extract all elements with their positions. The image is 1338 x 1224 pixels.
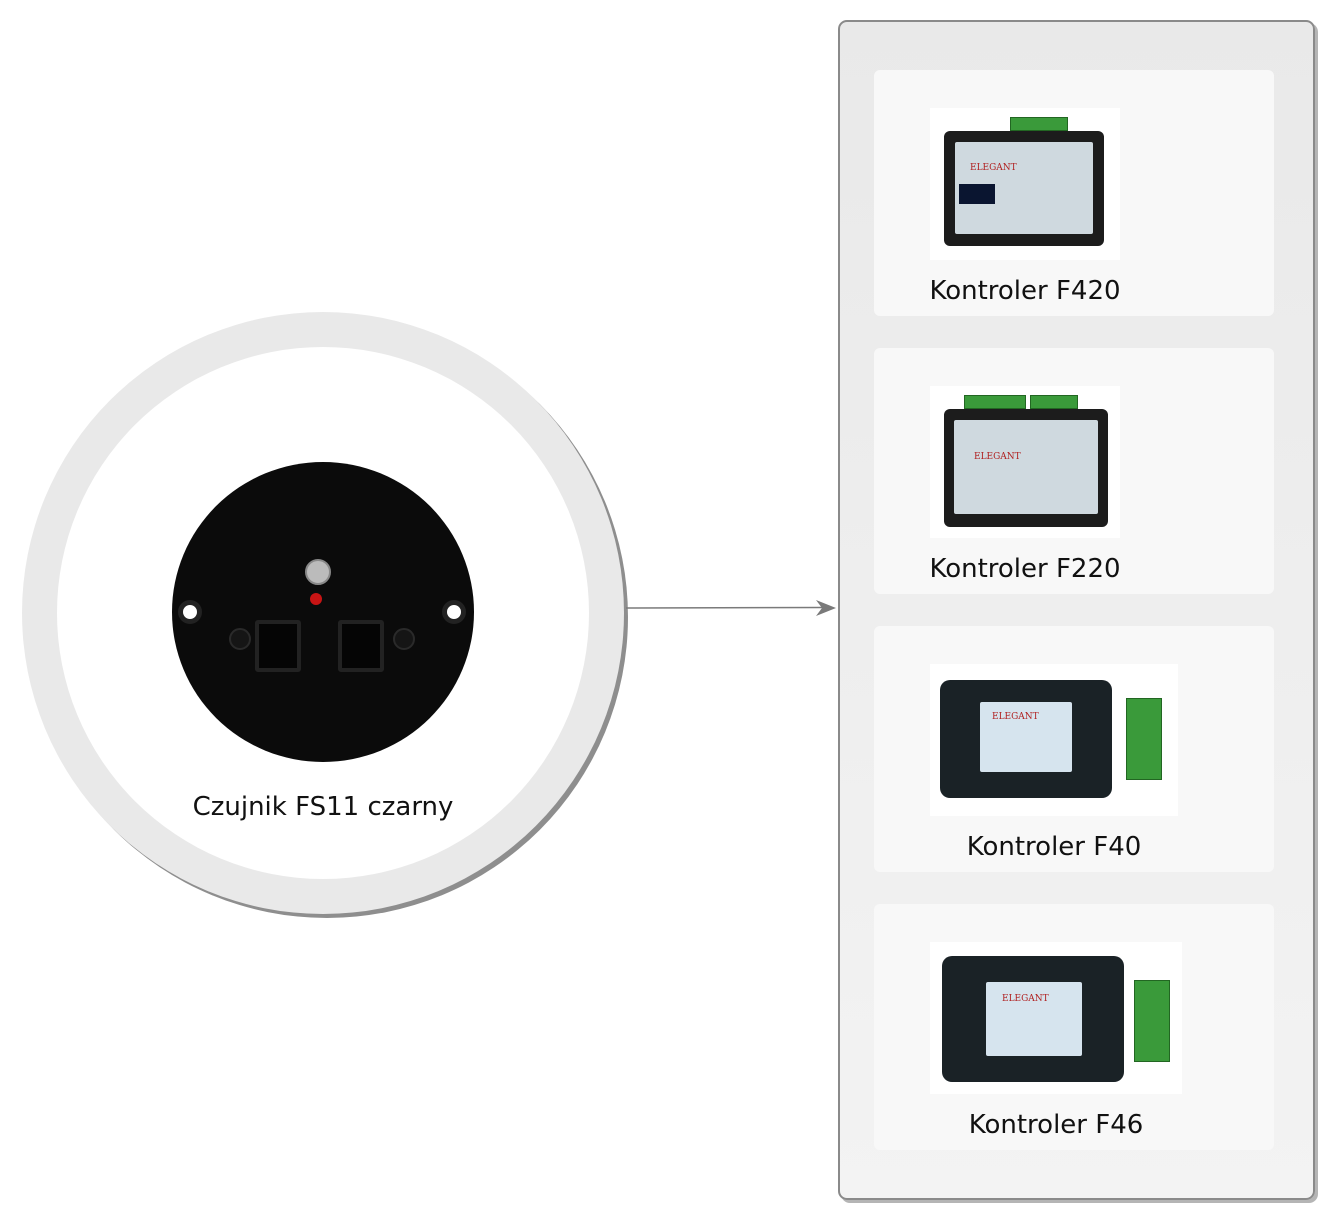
controller-label: Kontroler F40 (966, 832, 1142, 862)
controller-image-f420: ELEGANT (930, 108, 1120, 260)
controller-card-f46[interactable]: ELEGANT Kontroler F46 (874, 904, 1274, 1150)
sensor-image (172, 462, 474, 762)
light-sensor (305, 559, 331, 585)
red-led (310, 593, 322, 605)
port-right (338, 620, 384, 672)
controller-card-f220[interactable]: ELEGANT Kontroler F220 (874, 348, 1274, 594)
brand-logo: ELEGANT (992, 712, 1039, 722)
brand-logo: ELEGANT (1002, 994, 1049, 1004)
sensor-label: Czujnik FS11 czarny (192, 792, 454, 822)
controllers-panel: ELEGANT Kontroler F420 ELEGANT Kontroler… (838, 20, 1315, 1200)
connection-arrow (625, 600, 836, 616)
screw-right (393, 628, 415, 650)
controller-card-f40[interactable]: ELEGANT Kontroler F40 (874, 626, 1274, 872)
controller-image-f220: ELEGANT (930, 386, 1120, 538)
mount-hole-right (442, 600, 466, 624)
port-left (255, 620, 301, 672)
controller-image-f40: ELEGANT (930, 664, 1178, 816)
controller-card-f420[interactable]: ELEGANT Kontroler F420 (874, 70, 1274, 316)
controller-label: Kontroler F420 (929, 276, 1121, 306)
controller-label: Kontroler F220 (929, 554, 1121, 584)
brand-logo: ELEGANT (974, 452, 1021, 462)
controller-label: Kontroler F46 (968, 1110, 1144, 1140)
brand-logo: ELEGANT (970, 163, 1017, 173)
screw-left (229, 628, 251, 650)
controller-image-f46: ELEGANT (930, 942, 1182, 1094)
mount-hole-left (178, 600, 202, 624)
